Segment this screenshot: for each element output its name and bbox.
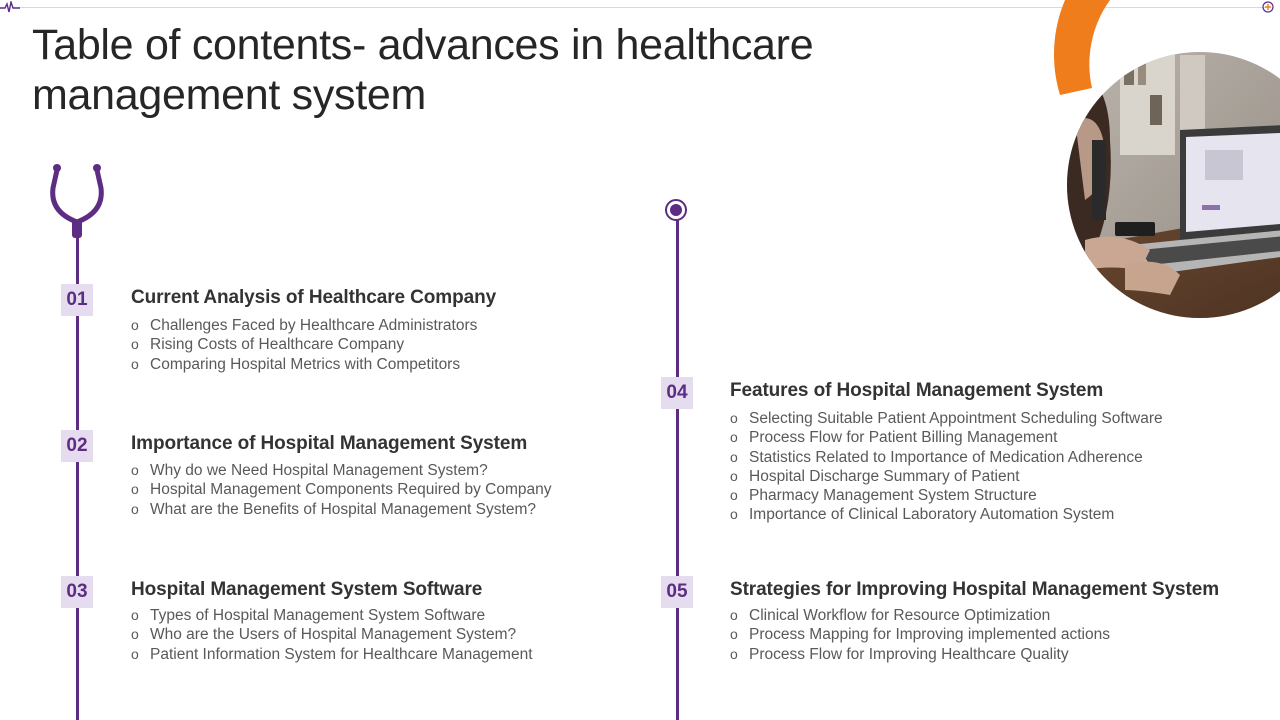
section-number-badge: 01 (61, 284, 93, 316)
bullet-icon: o (730, 607, 738, 623)
timeline-start-dot (665, 199, 687, 221)
bullet-icon: o (131, 317, 139, 333)
bullet-icon: o (131, 607, 139, 623)
section-title-link[interactable]: Strategies for Improving Hospital Manage… (730, 579, 1220, 600)
bullet-icon: o (131, 500, 139, 517)
bullet-icon: o (131, 481, 139, 498)
top-rule (18, 7, 1266, 8)
section-number-badge: 02 (61, 430, 93, 462)
bullet-icon: o (131, 462, 139, 478)
section-number-badge: 04 (661, 377, 693, 409)
bullet-icon: o (730, 487, 738, 504)
bullet-icon: o (730, 410, 738, 426)
bullet-icon: o (730, 506, 738, 523)
bullet-icon: o (131, 645, 139, 662)
pulse-icon (0, 1, 20, 13)
bullet-icon: o (730, 467, 738, 484)
bullet-icon: o (730, 645, 738, 662)
timeline-left (76, 238, 79, 720)
bullet-icon: o (730, 448, 738, 465)
page-title: Table of contents- advances in healthcar… (32, 21, 814, 119)
bullet-icon: o (131, 626, 139, 643)
section-title-link[interactable]: Features of Hospital Management System (730, 380, 1104, 401)
timeline-right (676, 218, 679, 720)
section-title-link[interactable]: Current Analysis of Healthcare Company (131, 287, 497, 308)
section-number-badge: 05 (661, 576, 693, 608)
section-title-link[interactable]: Hospital Management System Software (131, 579, 483, 600)
bullet-icon: o (131, 336, 139, 353)
laptop-photo (1053, 0, 1280, 318)
bullet-icon: o (730, 626, 738, 643)
plus-circle-icon (1262, 1, 1274, 13)
section-number-badge: 03 (61, 576, 93, 608)
bullet-icon: o (131, 355, 139, 372)
bullet-icon: o (730, 429, 738, 446)
section-title-link[interactable]: Importance of Hospital Management System (131, 433, 528, 454)
stethoscope-icon (50, 164, 104, 238)
